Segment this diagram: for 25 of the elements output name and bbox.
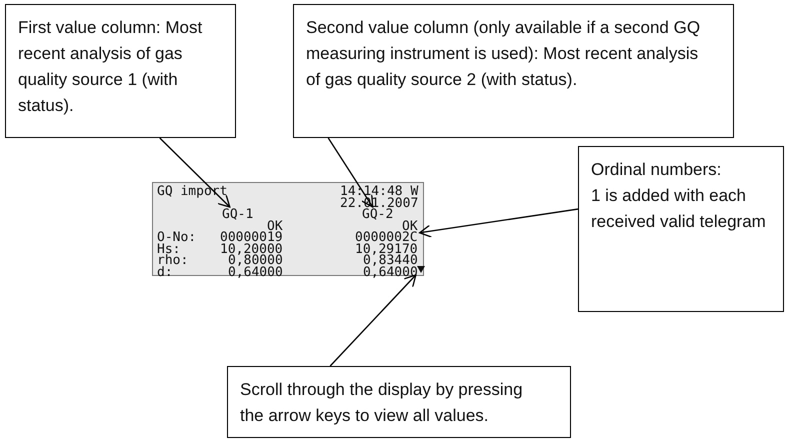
display-text: 0000002C xyxy=(355,232,418,244)
display-text: 0,64000 xyxy=(363,266,418,278)
display-text: GQ-2 xyxy=(362,209,394,220)
callout-box: Ordinal numbers: 1 is added with each received valid telegram xyxy=(578,146,784,312)
display-text: 0,64000 xyxy=(228,266,283,278)
display-text: d: xyxy=(157,266,173,278)
display-text: O-No: xyxy=(157,232,196,244)
display-text: 00000019 xyxy=(220,232,283,244)
scroll-down-icon xyxy=(417,266,425,273)
display-text: OK xyxy=(267,220,283,232)
display-text: OK xyxy=(402,220,418,232)
display-text: 0,80000 xyxy=(228,255,283,266)
display-text: 0,83440 xyxy=(363,255,418,266)
display-text: Hs: xyxy=(157,244,180,255)
display-screen xyxy=(152,182,424,276)
callout-box: Scroll through the display by pressing the arrow keys to view all values. xyxy=(227,366,571,438)
leader-arrow xyxy=(159,138,230,208)
leader-arrow xyxy=(330,274,416,366)
display-text: GQ-1 xyxy=(222,209,254,220)
display-text: 10,20000 xyxy=(220,244,283,255)
display-text: rho: xyxy=(157,255,188,266)
callout-box: First value column: Most recent analysis of gas quality source 1 (with status). xyxy=(5,4,236,138)
leader-arrow xyxy=(418,208,578,238)
display-text: 10,29170 xyxy=(355,244,418,255)
callout-box: Second value column (only available if a second GQ measuring instrument is used): Most recent analysis of gas quality source 2 (with status). xyxy=(293,4,734,138)
